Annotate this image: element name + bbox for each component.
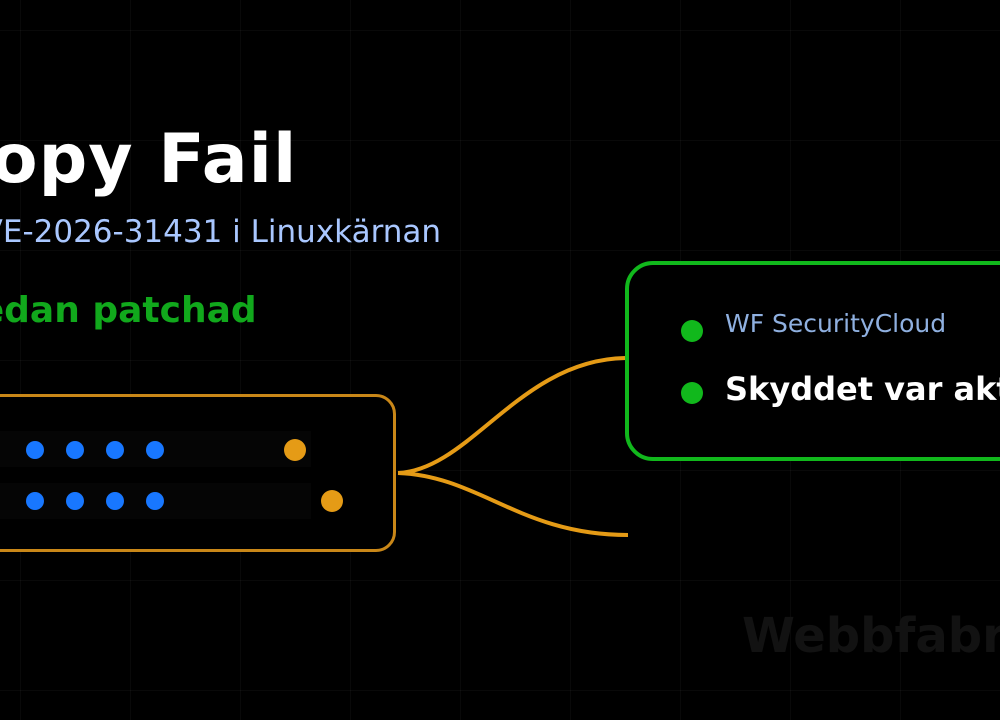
blue-led-icon [146,492,164,510]
blue-led-icon [106,492,124,510]
protection-label: WF SecurityCloud [725,309,947,338]
wire-bottom [397,471,629,537]
wire-top [397,356,626,475]
brand-watermark: Webbfabriken [742,608,1000,664]
protection-card: WF SecurityCloud Skyddet var aktivt [625,261,1000,461]
blue-led-icon [26,492,44,510]
blue-led-icon [106,441,124,459]
amber-led-icon [284,439,306,461]
server-rack-icon [0,394,396,552]
green-dot-icon [681,382,703,404]
protection-status: Skyddet var aktivt [725,370,1000,408]
headline-title: Copy Fail [0,120,298,199]
blue-led-icon [146,441,164,459]
patch-status: Redan patchad [0,290,257,331]
green-dot-icon [681,320,703,342]
blue-led-icon [66,441,84,459]
blue-led-icon [26,441,44,459]
amber-led-icon [321,490,343,512]
blue-led-icon [66,492,84,510]
headline-subtitle: CVE-2026-31431 i Linuxkärnan [0,214,442,250]
